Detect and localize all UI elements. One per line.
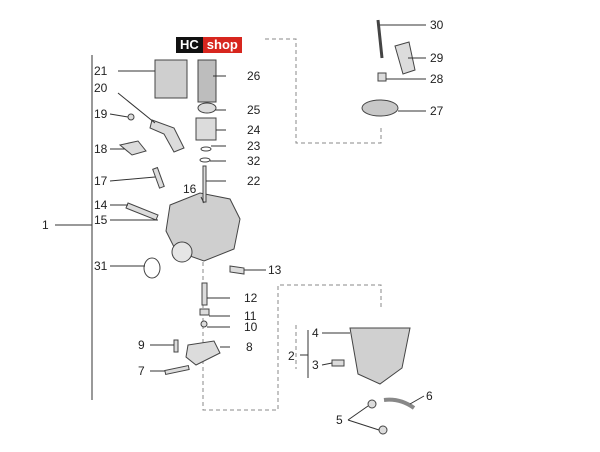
callout-19: 19 (94, 107, 108, 121)
part-float-pin (164, 364, 190, 376)
dashed-guides (202, 38, 382, 411)
callout-24: 24 (247, 123, 261, 137)
callout-3: 3 (312, 358, 319, 372)
callout-30: 30 (430, 18, 444, 32)
part-spring (197, 59, 217, 103)
part-jet (201, 282, 208, 306)
part-slide (195, 117, 217, 141)
part-nut-28 (377, 72, 387, 82)
callout-15: 15 (94, 213, 108, 227)
callout-13: 13 (268, 263, 282, 277)
callout-14: 14 (94, 198, 108, 212)
part-retainer (197, 102, 217, 114)
callout-20: 20 (94, 81, 108, 95)
part-pin (173, 339, 179, 353)
part-cap (154, 59, 188, 99)
part-drain-screw-2 (378, 425, 388, 435)
callout-9: 9 (138, 338, 145, 352)
leader-lines (55, 24, 426, 431)
callout-25: 25 (247, 103, 261, 117)
part-drain-screw (367, 399, 377, 409)
logo-hc: HC (176, 37, 203, 53)
callout-21: 21 (94, 64, 108, 78)
part-main-jet (199, 308, 210, 316)
part-ring (199, 157, 211, 163)
parts (118, 19, 416, 435)
callout-1: 1 (42, 218, 49, 232)
part-bowl (349, 327, 411, 385)
part-bowl-screw (331, 359, 345, 367)
callout-7: 7 (138, 364, 145, 378)
part-clip (200, 146, 212, 152)
part-float (185, 340, 221, 366)
part-oring (143, 257, 161, 279)
callout-11: 11 (244, 309, 257, 323)
callout-16: 16 (183, 182, 197, 196)
part-washer (200, 320, 208, 328)
part-nut (127, 113, 135, 121)
callout-28: 28 (430, 72, 444, 86)
callout-10: 10 (244, 320, 258, 334)
part-top (361, 99, 399, 117)
callout-29: 29 (430, 51, 444, 65)
callout-6: 6 (426, 389, 433, 403)
part-choke (149, 119, 185, 153)
callout-12: 12 (244, 291, 258, 305)
logo-shop: shop (202, 37, 242, 53)
callout-4: 4 (312, 326, 319, 340)
hc-shop-logo: HC shop (176, 37, 242, 53)
part-screw (152, 166, 165, 189)
part-cable (376, 19, 384, 59)
part-hose (383, 397, 416, 410)
part-carb-outlet (171, 241, 193, 263)
callout-31: 31 (94, 259, 108, 273)
callout-2: 2 (288, 349, 295, 363)
callout-8: 8 (246, 340, 253, 354)
part-fitting (229, 265, 245, 275)
part-sleeve (394, 41, 416, 75)
callout-23: 23 (247, 139, 261, 153)
part-needle (202, 165, 207, 203)
callout-5: 5 (336, 413, 343, 427)
part-idle-screw (125, 202, 159, 221)
callout-17: 17 (94, 174, 108, 188)
callout-26: 26 (247, 69, 261, 83)
callout-labels: 1 2 3 4 5 6 7 8 9 10 11 12 13 14 15 16 1… (42, 18, 444, 427)
callout-27: 27 (430, 104, 444, 118)
callout-22: 22 (247, 174, 261, 188)
callout-32: 32 (247, 154, 261, 168)
callout-18: 18 (94, 142, 108, 156)
part-bracket (118, 140, 147, 156)
